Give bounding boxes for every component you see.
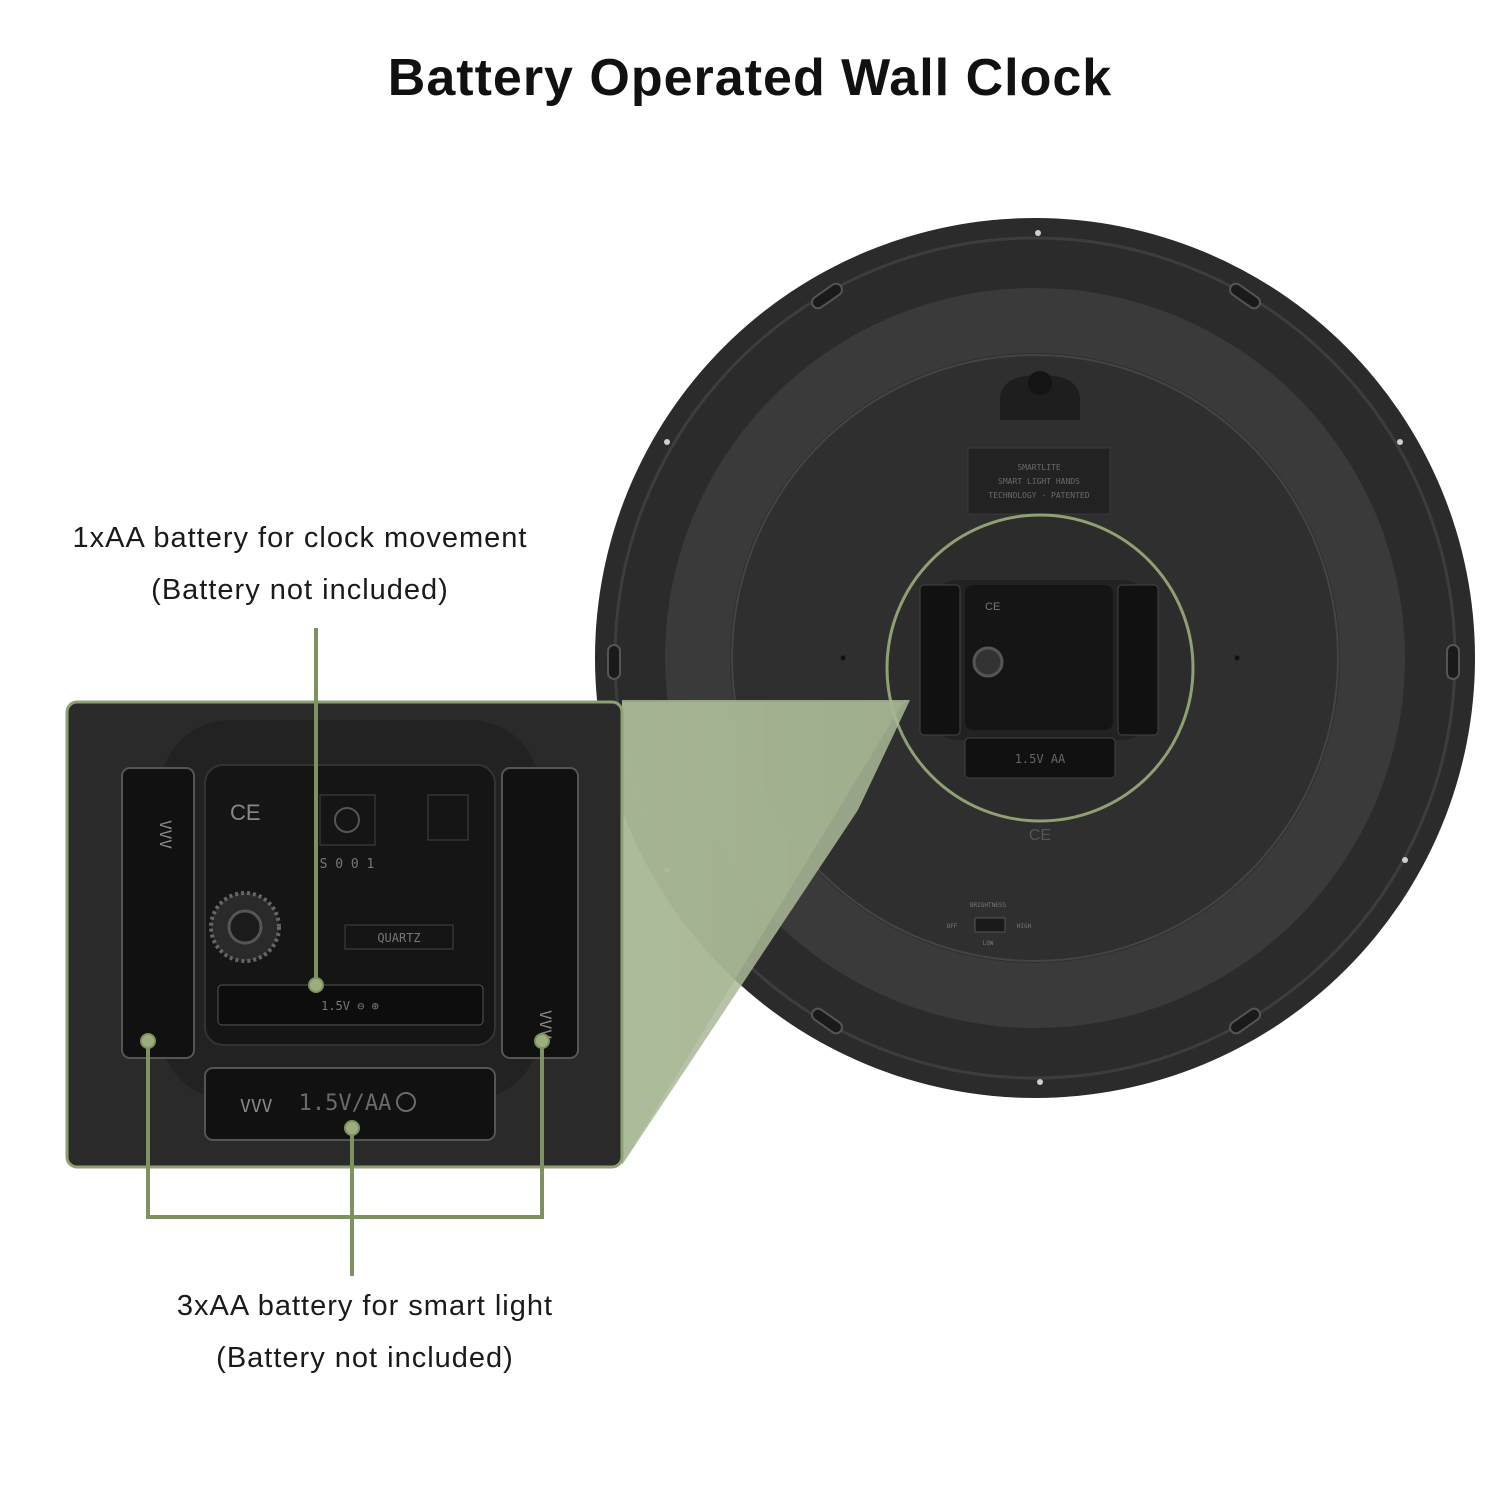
slot-bottom-mark: VVV	[240, 1096, 273, 1117]
movement-box	[204, 764, 496, 1046]
slot-right-mark: VVV	[536, 1010, 555, 1039]
hanger-hole	[1000, 375, 1080, 420]
switch-low-label: LOW	[983, 940, 994, 947]
brightness-switch	[974, 917, 1006, 933]
leader-smart-light-bracket	[146, 1043, 544, 1219]
switch-label: BRIGHTNESS	[970, 902, 1007, 909]
small-ce-mark: CE	[985, 601, 1000, 613]
movement-battery-mark: 1.5V ⊖ ⊕	[321, 999, 379, 1013]
small-movement-box	[965, 585, 1113, 730]
clock-ce-mark: CE	[1029, 827, 1051, 844]
zoom-beam	[622, 700, 910, 1165]
zoom-panel: VVV VVV CE S 0 0 1 QUARTZ 1.5V ⊖ ⊕ VVV 1…	[65, 700, 624, 1169]
rim-clips	[607, 282, 1460, 1035]
clock-back: SMARTLITE SMART LIGHT HANDS TECHNOLOGY ·…	[595, 218, 1475, 1098]
quartz-label: QUARTZ	[377, 931, 420, 945]
label-line-3: TECHNOLOGY · PATENTED	[988, 491, 1089, 500]
label-line-1: SMARTLITE	[1017, 463, 1061, 472]
small-battery-label: 1.5V AA	[1015, 752, 1066, 766]
leader-dots	[140, 977, 550, 1136]
label-line-2: SMART LIGHT HANDS	[998, 477, 1080, 486]
callout-movement-line1: 1xAA battery for clock movement	[72, 522, 528, 554]
battery-slot-left	[121, 767, 195, 1059]
callout-movement-line2: (Battery not included)	[151, 574, 449, 606]
small-battery-slot-bottom	[964, 737, 1116, 779]
switch-high-label: HIGH	[1017, 923, 1032, 930]
slot-left-mark: VVV	[156, 820, 175, 849]
small-battery-slot-right	[1117, 584, 1159, 736]
callout-movement: 1xAA battery for clock movement (Battery…	[20, 512, 580, 616]
sun-badge	[319, 794, 376, 846]
movement-ce-mark: CE	[230, 800, 261, 825]
leader-lines	[146, 628, 544, 1276]
page-title: Battery Operated Wall Clock	[387, 49, 1113, 107]
movement-battery-slot	[217, 984, 484, 1026]
small-battery-slot-left	[919, 584, 961, 736]
quartz-plate	[344, 924, 454, 950]
callout-smart-light-line2: (Battery not included)	[216, 1342, 514, 1374]
bottom-battery-label: 1.5V/AA	[299, 1091, 392, 1116]
callout-smart-light-line1: 3xAA battery for smart light	[176, 1290, 554, 1322]
callout-smart-light: 3xAA battery for smart light (Battery no…	[110, 1280, 620, 1384]
movement-serial: S 0 0 1	[320, 857, 375, 872]
switch-off-label: OFF	[947, 923, 958, 930]
